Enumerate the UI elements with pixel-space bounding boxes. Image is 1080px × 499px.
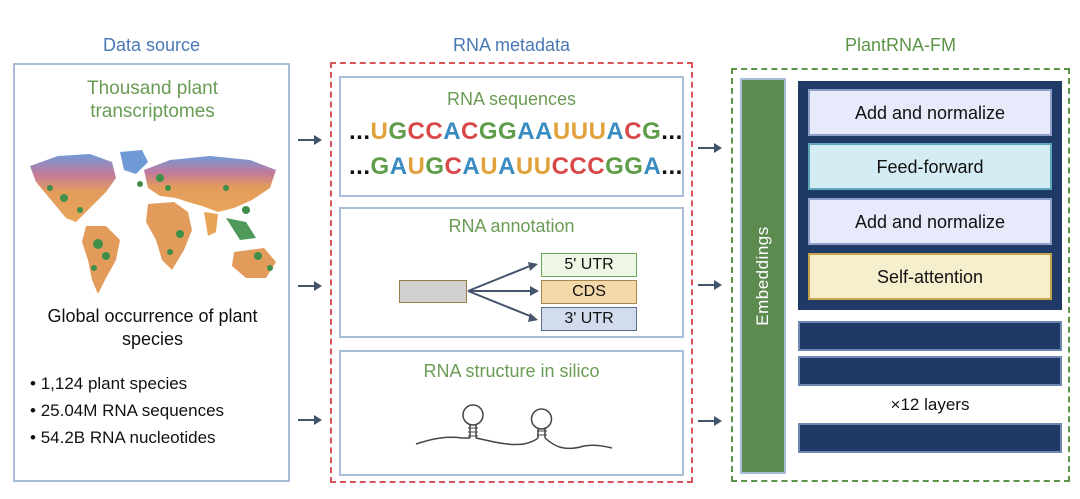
embeddings-block	[740, 78, 786, 474]
world-map-image	[30, 150, 276, 294]
transcriptomes-heading: Thousand plant transcriptomes	[87, 78, 218, 122]
embeddings-label: Embeddings	[753, 226, 773, 326]
embeddings-label-wrap: Embeddings	[740, 78, 786, 474]
data-source-panel	[13, 63, 290, 482]
transcript-block	[399, 280, 467, 303]
utr5-label: 5' UTR	[541, 253, 637, 277]
utr3-label: 3' UTR	[541, 307, 637, 331]
rna-metadata-panel	[330, 62, 693, 483]
stat-sequences: 25.04M RNA sequences	[30, 397, 280, 424]
stat-species: 1,124 plant species	[30, 370, 280, 397]
layers-label: ×12 layers	[890, 395, 970, 414]
layer-bar	[798, 356, 1062, 386]
rna-sequences-box	[339, 76, 684, 197]
sequence-line-2: ...GAUGCAUAUUCCCGGA...	[349, 153, 683, 180]
annotation-arrows	[467, 262, 539, 322]
arrow-right-icon	[698, 416, 722, 426]
rna-metadata-title: RNA metadata	[452, 35, 571, 55]
sequence-line-1: ...UGCCACGGAAUUUACG...	[349, 118, 683, 145]
model-panel	[731, 68, 1070, 482]
north-america-shape	[30, 154, 116, 222]
cds-label: CDS	[541, 280, 637, 304]
model-title: PlantRNA-FM	[844, 35, 956, 55]
rna-structure-box	[339, 350, 684, 476]
australia-shape	[232, 248, 276, 278]
add-normalize-top: Add and normalize	[808, 89, 1052, 136]
rna-hairpin-structure-icon	[415, 404, 613, 450]
map-caption: Global occurrence of plant species	[47, 306, 258, 349]
feed-forward: Feed-forward	[808, 143, 1052, 190]
arrow-right-icon	[698, 143, 722, 153]
se-asia-shape	[226, 218, 256, 240]
africa-shape	[146, 202, 192, 270]
eurasia-shape	[144, 156, 276, 212]
layer-bar	[798, 423, 1062, 453]
stat-nucleotides: 54.2B RNA nucleotides	[30, 424, 280, 451]
stats-list: 1,124 plant species 25.04M RNA sequences…	[30, 370, 280, 451]
arrow-right-icon	[298, 415, 322, 425]
arrow-right-icon	[298, 135, 322, 145]
rna-annotation-title: RNA annotation	[448, 216, 575, 236]
greenland-shape	[120, 150, 148, 174]
arrow-right-icon	[298, 281, 322, 291]
india-shape	[204, 212, 218, 236]
rna-structure-title: RNA structure in silico	[423, 361, 600, 381]
data-source-title: Data source	[102, 35, 201, 55]
add-normalize-bottom: Add and normalize	[808, 198, 1052, 245]
arrow-right-icon	[698, 280, 722, 290]
self-attention: Self-attention	[808, 253, 1052, 300]
rna-sequences-title: RNA sequences	[446, 89, 577, 109]
south-america-shape	[82, 226, 120, 294]
layer-bar	[798, 321, 1062, 351]
